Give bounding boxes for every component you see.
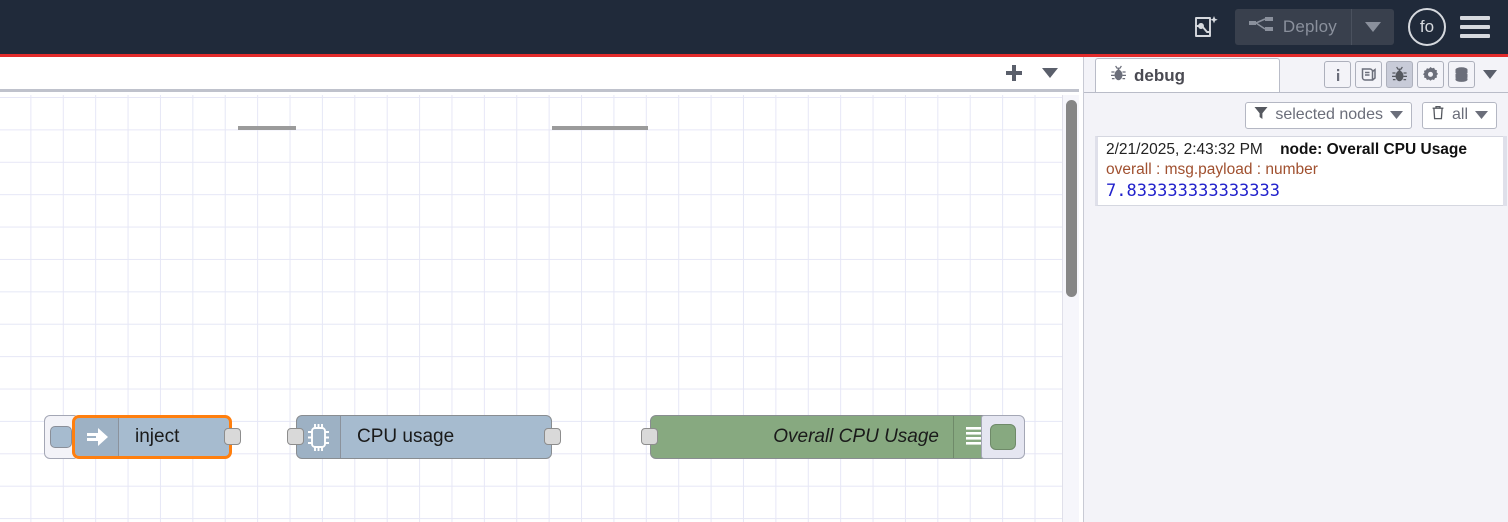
context-data-icon[interactable] — [1448, 61, 1475, 88]
help-book-icon[interactable] — [1355, 61, 1382, 88]
header-accent-line — [0, 54, 1508, 57]
debug-message-list[interactable]: 2/21/2025, 2:43:32 PM node: Overall CPU … — [1095, 136, 1505, 206]
debug-filter-row: selected nodes all — [1084, 97, 1508, 133]
flow-tab-bar — [0, 57, 1079, 92]
right-sidebar: debug — [1083, 57, 1508, 522]
information-icon[interactable] — [1324, 61, 1351, 88]
canvas-vertical-scrollbar[interactable] — [1062, 95, 1079, 522]
bug-icon — [1110, 65, 1127, 87]
debug-lines-icon — [953, 416, 997, 458]
debug-enable-toggle[interactable] — [981, 415, 1025, 459]
debug-filter-scope-button[interactable]: selected nodes — [1245, 101, 1412, 129]
chevron-down-icon[interactable] — [1035, 58, 1065, 88]
deploy-nodes-icon — [1248, 16, 1274, 39]
node-overall-cpu-usage[interactable]: Overall CPU Usage — [641, 415, 1025, 459]
chevron-down-icon — [1389, 106, 1403, 124]
node-overall-cpu-usage-input-port[interactable] — [641, 428, 658, 445]
debug-message-topic: overall : msg.payload : number — [1106, 161, 1318, 178]
flow-workspace: inject CPU usage — [0, 57, 1079, 522]
trash-icon — [1431, 105, 1445, 125]
sidebar-tool-group — [1324, 61, 1501, 88]
hamburger-menu-icon[interactable] — [1460, 16, 1490, 38]
debug-list-scrollbar[interactable] — [1503, 136, 1507, 206]
plus-icon[interactable] — [999, 58, 1029, 88]
arrow-right-icon — [75, 418, 119, 456]
node-cpu-usage[interactable]: CPU usage — [287, 415, 561, 459]
debug-clear-button[interactable]: all — [1421, 101, 1497, 129]
debug-bug-icon[interactable] — [1386, 61, 1413, 88]
chevron-down-icon — [1475, 106, 1488, 124]
config-gear-icon[interactable] — [1417, 61, 1444, 88]
node-overall-cpu-usage-label: Overall CPU Usage — [773, 426, 939, 447]
wire-inject-to-cpu — [238, 126, 296, 130]
debug-clear-label: all — [1451, 106, 1468, 123]
debug-filter-scope-label: selected nodes — [1275, 106, 1383, 123]
debug-message-row[interactable]: 2/21/2025, 2:43:32 PM node: Overall CPU … — [1106, 141, 1504, 201]
deploy-dropdown-caret[interactable] — [1352, 22, 1394, 32]
flow-sparkle-icon[interactable] — [1183, 7, 1227, 47]
debug-enable-toggle-inner — [990, 424, 1016, 450]
node-inject-output-port[interactable] — [224, 428, 241, 445]
node-cpu-usage-label: CPU usage — [357, 426, 455, 447]
user-avatar[interactable]: fo — [1408, 8, 1446, 46]
debug-message-timestamp: 2/21/2025, 2:43:32 PM — [1106, 141, 1263, 158]
sidebar-tab-row: debug — [1084, 57, 1508, 93]
flow-canvas[interactable]: inject CPU usage — [0, 95, 1079, 522]
node-inject-label: inject — [135, 426, 180, 447]
inject-trigger-button[interactable] — [44, 415, 77, 459]
funnel-icon — [1254, 106, 1268, 125]
deploy-button-group[interactable]: Deploy — [1234, 9, 1394, 45]
deploy-button-label: Deploy — [1282, 17, 1337, 36]
node-inject[interactable]: inject — [44, 415, 241, 459]
inject-trigger-button-inner — [49, 426, 72, 448]
node-cpu-usage-input-port[interactable] — [287, 428, 304, 445]
cpu-chip-icon — [297, 416, 341, 458]
deploy-button[interactable]: Deploy — [1235, 9, 1352, 45]
wire-cpu-to-debug — [552, 126, 648, 130]
debug-message-value: 7.833333333333333 — [1106, 181, 1280, 201]
top-header-bar: Deploy fo — [0, 0, 1508, 54]
node-cpu-usage-output-port[interactable] — [544, 428, 561, 445]
sidebar-tools-caret-icon[interactable] — [1479, 61, 1501, 88]
canvas-scrollbar-thumb[interactable] — [1066, 100, 1077, 297]
debug-message-header: 2/21/2025, 2:43:32 PM node: Overall CPU … — [1106, 141, 1504, 159]
tab-debug-label: debug — [1134, 65, 1185, 85]
debug-message-node: node: Overall CPU Usage — [1280, 141, 1468, 158]
tab-debug[interactable]: debug — [1095, 58, 1280, 92]
user-initials: fo — [1419, 17, 1435, 36]
